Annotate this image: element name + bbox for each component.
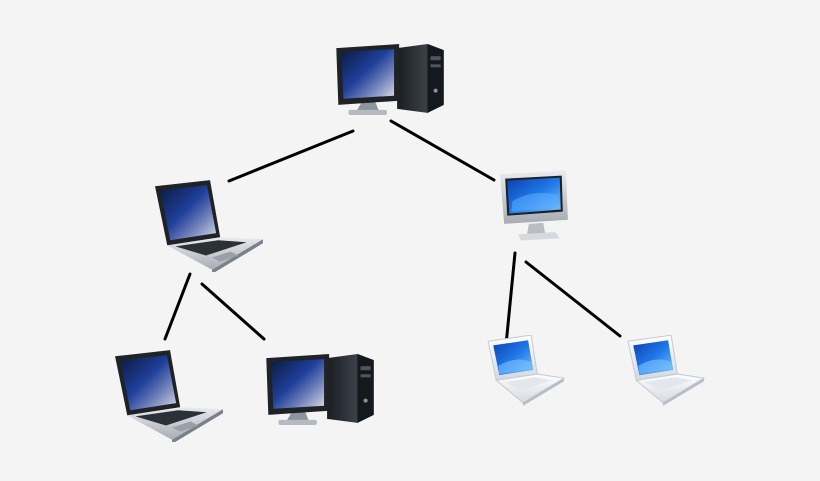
connector-root-to-all-in-one <box>389 119 496 182</box>
all-in-one-monitor-icon <box>500 170 568 241</box>
connector-laptop-to-bottom-desktop <box>200 282 266 341</box>
laptop-icon <box>155 180 263 272</box>
connectors <box>163 119 622 347</box>
connector-all-in-one-to-white-laptop-right <box>524 260 622 338</box>
white-laptop-right-icon <box>627 335 705 407</box>
root-desktop-pc-icon <box>336 44 444 115</box>
bottom-left-laptop-icon <box>115 350 223 442</box>
bottom-desktop-pc-icon <box>266 354 374 425</box>
connector-root-to-laptop <box>227 129 355 183</box>
connector-laptop-to-bottom-laptop <box>163 272 192 341</box>
white-laptop-left-icon <box>487 335 565 407</box>
connector-all-in-one-to-white-laptop-left <box>504 251 517 347</box>
